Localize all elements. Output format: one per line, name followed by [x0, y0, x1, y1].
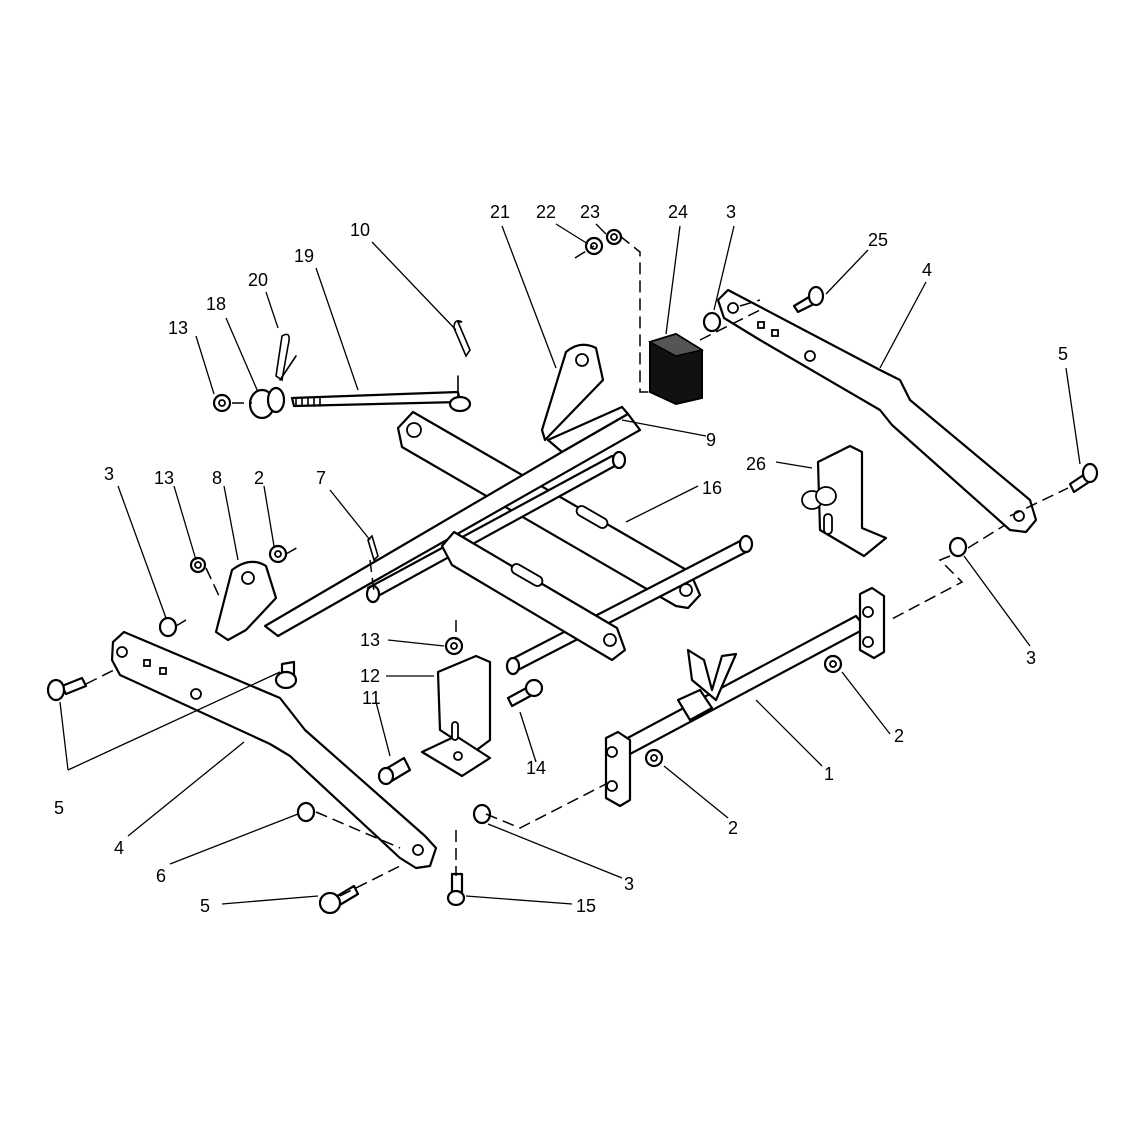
- nut-part-2-left: [268, 544, 288, 564]
- callout-13: 13: [168, 318, 188, 338]
- callout-5: 5: [200, 896, 210, 916]
- callout-2: 2: [728, 818, 738, 838]
- nut-part-13-top: [212, 393, 232, 413]
- side-arm-right-part-4: [716, 288, 1038, 534]
- callout-2: 2: [254, 468, 264, 488]
- cross-shaft-upper: [365, 450, 627, 604]
- callout-20: 20: [248, 270, 268, 290]
- bracket-part-8: [214, 560, 278, 642]
- rockshaft-part-1: [604, 586, 886, 808]
- carriage-bolt-part-5-bottom: [318, 884, 360, 915]
- washer-part-23: [605, 228, 623, 246]
- callout-5: 5: [54, 798, 64, 818]
- side-arm-left-part-4: [110, 630, 438, 870]
- callout-9: 9: [706, 430, 716, 450]
- callout-25: 25: [868, 230, 888, 250]
- callout-3: 3: [726, 202, 736, 222]
- bolt-part-5-right: [1068, 462, 1099, 494]
- carriage-bolt-part-5-left: [46, 676, 88, 702]
- callout-11: 11: [362, 688, 381, 708]
- callout-labels: 13 18 20 19 10 21 22 23 24 3 25 4 5 9 26…: [54, 202, 1068, 916]
- callout-12: 12: [360, 666, 380, 686]
- rubber-block-part-24: [648, 332, 704, 406]
- callout-8: 8: [212, 468, 222, 488]
- callout-4: 4: [114, 838, 124, 858]
- bolt-part-25: [792, 285, 825, 314]
- callout-26: 26: [746, 454, 766, 474]
- callout-14: 14: [526, 758, 546, 778]
- callout-22: 22: [536, 202, 556, 222]
- bracket-part-21: [540, 343, 605, 442]
- hairpin-part-10: [453, 320, 471, 358]
- callout-10: 10: [350, 220, 370, 240]
- callout-18: 18: [206, 294, 226, 314]
- callout-15: 15: [576, 896, 596, 916]
- bolt-part-14: [506, 678, 544, 708]
- callout-3: 3: [624, 874, 634, 894]
- callout-1: 1: [824, 764, 834, 784]
- callout-13: 13: [154, 468, 174, 488]
- hairpin-part-20: [275, 333, 297, 382]
- bolt-part-15: [446, 872, 466, 907]
- bushing-part-11: [377, 756, 412, 786]
- callout-2: 2: [894, 726, 904, 746]
- nut-part-2-right: [823, 654, 843, 674]
- spacer-part-3-top: [702, 311, 722, 333]
- callout-19: 19: [294, 246, 314, 266]
- cross-shaft-lower: [505, 534, 754, 676]
- callout-13: 13: [360, 630, 380, 650]
- callout-23: 23: [580, 202, 600, 222]
- spacer-part-3-right: [948, 536, 968, 558]
- callout-5: 5: [1058, 344, 1068, 364]
- callout-3: 3: [1026, 648, 1036, 668]
- callout-16: 16: [702, 478, 722, 498]
- spacer-part-3-bottom: [472, 803, 492, 825]
- nut-part-2-center: [644, 748, 664, 768]
- cotter-pin-part-7: [367, 534, 379, 562]
- pivot-plate-part-9: [263, 405, 642, 638]
- callout-7: 7: [316, 468, 326, 488]
- washer-part-6: [296, 801, 316, 823]
- callout-24: 24: [668, 202, 688, 222]
- bracket-part-26: [801, 444, 888, 558]
- callout-3: 3: [104, 464, 114, 484]
- nut-part-13-left: [189, 556, 207, 574]
- callout-4: 4: [922, 260, 932, 280]
- leader-lines: [59, 223, 1081, 905]
- callout-6: 6: [156, 866, 166, 886]
- carriage-bolt-part-5-center: [274, 660, 298, 690]
- assembly-lines: [85, 235, 1069, 897]
- frame-bar-center: [440, 530, 627, 662]
- nut-part-13-center: [444, 636, 464, 656]
- ferrule-part-18: [248, 386, 286, 420]
- spacer-part-3-left: [158, 616, 178, 638]
- bracket-part-12: [420, 654, 492, 778]
- rod-part-19: [290, 375, 472, 413]
- callout-21: 21: [490, 202, 510, 222]
